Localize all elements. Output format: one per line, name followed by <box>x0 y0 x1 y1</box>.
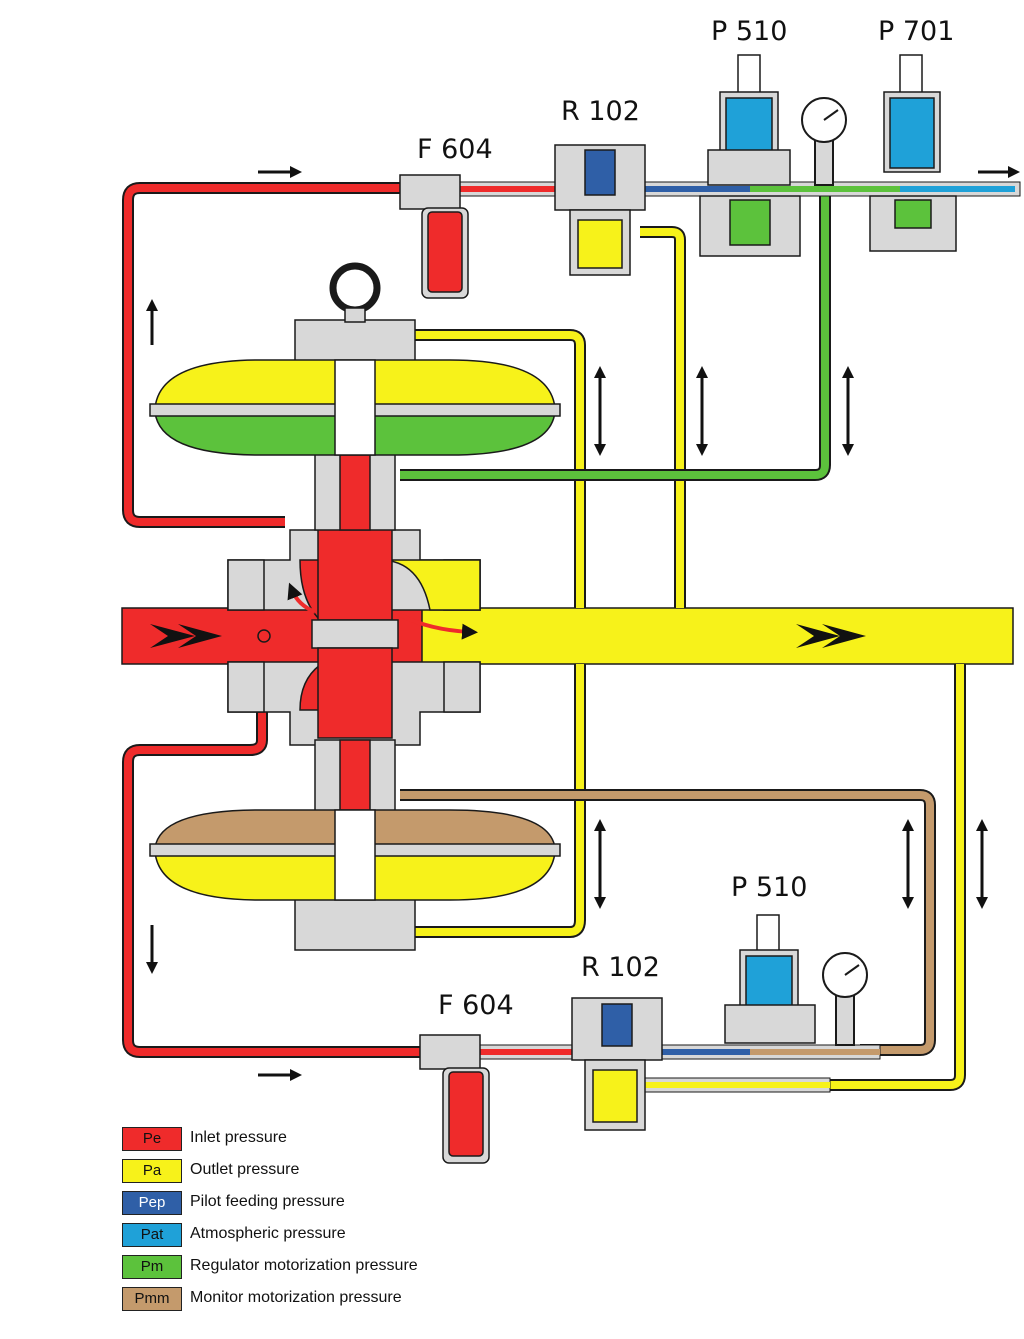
legend-swatch: Pmm <box>122 1287 182 1311</box>
legend-swatch: Pm <box>122 1255 182 1279</box>
legend-swatch: Pe <box>122 1127 182 1151</box>
label-bottom-f604: F 604 <box>438 990 514 1021</box>
top-r102-reducer <box>554 144 646 276</box>
bottom-p510-pilot <box>724 914 816 1044</box>
inlet-flow-arrow-icon <box>150 624 222 648</box>
flow-curve-arrow <box>399 613 478 640</box>
legend-label: Pilot feeding pressure <box>190 1193 345 1210</box>
legend-swatch: Pep <box>122 1191 182 1215</box>
legend-label: Monitor motorization pressure <box>190 1289 402 1306</box>
label-top-f604: F 604 <box>417 134 493 165</box>
label-bottom-r102: R 102 <box>581 952 660 983</box>
label-top-p510: P 510 <box>711 16 787 47</box>
legend-label: Inlet pressure <box>190 1129 287 1146</box>
outlet-flow-arrow-icon <box>796 624 866 648</box>
legend-label: Outlet pressure <box>190 1161 300 1178</box>
bottom-f604-filter <box>419 1034 490 1164</box>
top-f604-filter <box>399 174 469 299</box>
label-top-p701: P 701 <box>878 16 954 47</box>
direction-arrows <box>146 166 1020 1081</box>
legend-label: Atmospheric pressure <box>190 1225 346 1242</box>
outlet-sensing-lines <box>415 226 966 1091</box>
regulator-body <box>149 262 561 951</box>
label-top-r102: R 102 <box>561 96 640 127</box>
top-p510-pilot <box>699 54 801 257</box>
top-pressure-gauge-icon <box>801 97 847 186</box>
outlet-main-pipe <box>379 607 1014 665</box>
legend-swatch: Pat <box>122 1223 182 1247</box>
lifting-eye-icon <box>329 262 381 314</box>
top-p701-pilot <box>869 54 957 252</box>
legend-swatch: Pa <box>122 1159 182 1183</box>
flow-curve-arrow-2 <box>287 582 316 614</box>
label-bottom-p510: P 510 <box>731 872 807 903</box>
bottom-r102-reducer <box>571 997 663 1131</box>
legend-label: Regulator motorization pressure <box>190 1257 418 1274</box>
bottom-pressure-gauge-icon <box>822 952 868 1046</box>
